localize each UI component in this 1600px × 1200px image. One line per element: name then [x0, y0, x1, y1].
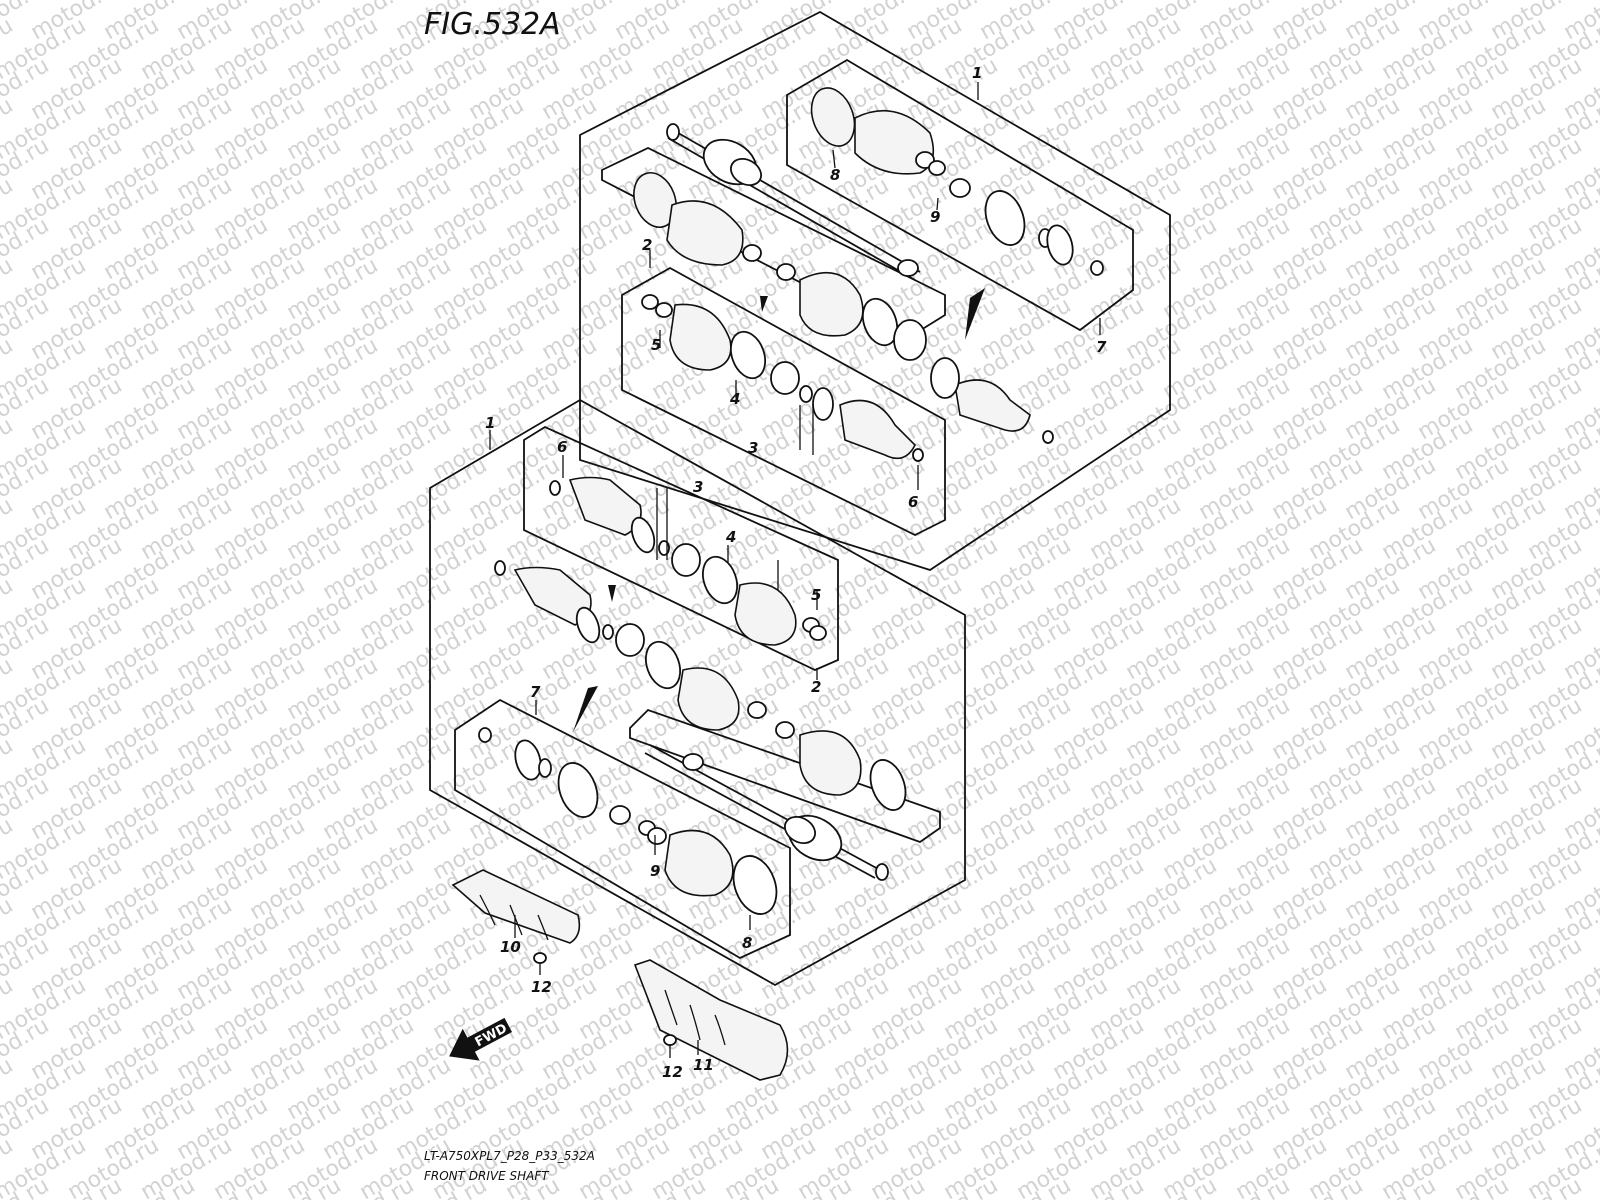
upper-callout-9: 9	[930, 208, 940, 226]
lower-callout-4: 4	[725, 528, 736, 546]
upper-callout-3: 3	[748, 439, 758, 457]
lower-callout-9: 9	[650, 862, 660, 880]
figure-title: FIG.532A	[424, 7, 561, 42]
callout-12-b: 12	[662, 1063, 683, 1081]
upper-callout-4: 4	[729, 390, 740, 408]
upper-callout-1: 1	[972, 64, 982, 82]
upper-callout-2: 2	[642, 236, 652, 254]
lower-callout-8: 8	[742, 934, 752, 952]
upper-callout-5: 5	[651, 336, 661, 354]
upper-callout-7: 7	[1096, 338, 1107, 356]
lower-callout-7: 7	[530, 683, 541, 701]
diagram-caption: FRONT DRIVE SHAFT	[424, 1169, 550, 1183]
upper-callout-6: 6	[908, 493, 918, 511]
lower-callout-6: 6	[557, 438, 567, 456]
lower-callout-2: 2	[811, 678, 821, 696]
model-code: LT-A750XPL7_P28_P33_532A	[424, 1149, 595, 1163]
lower-callout-3: 3	[693, 478, 703, 496]
callout-12-a: 12	[531, 978, 552, 996]
lower-callout-5: 5	[811, 586, 821, 604]
callout-10: 10	[500, 938, 521, 956]
callout-11: 11	[693, 1056, 714, 1074]
lower-callout-1: 1	[485, 414, 495, 432]
upper-callout-8: 8	[830, 166, 840, 184]
